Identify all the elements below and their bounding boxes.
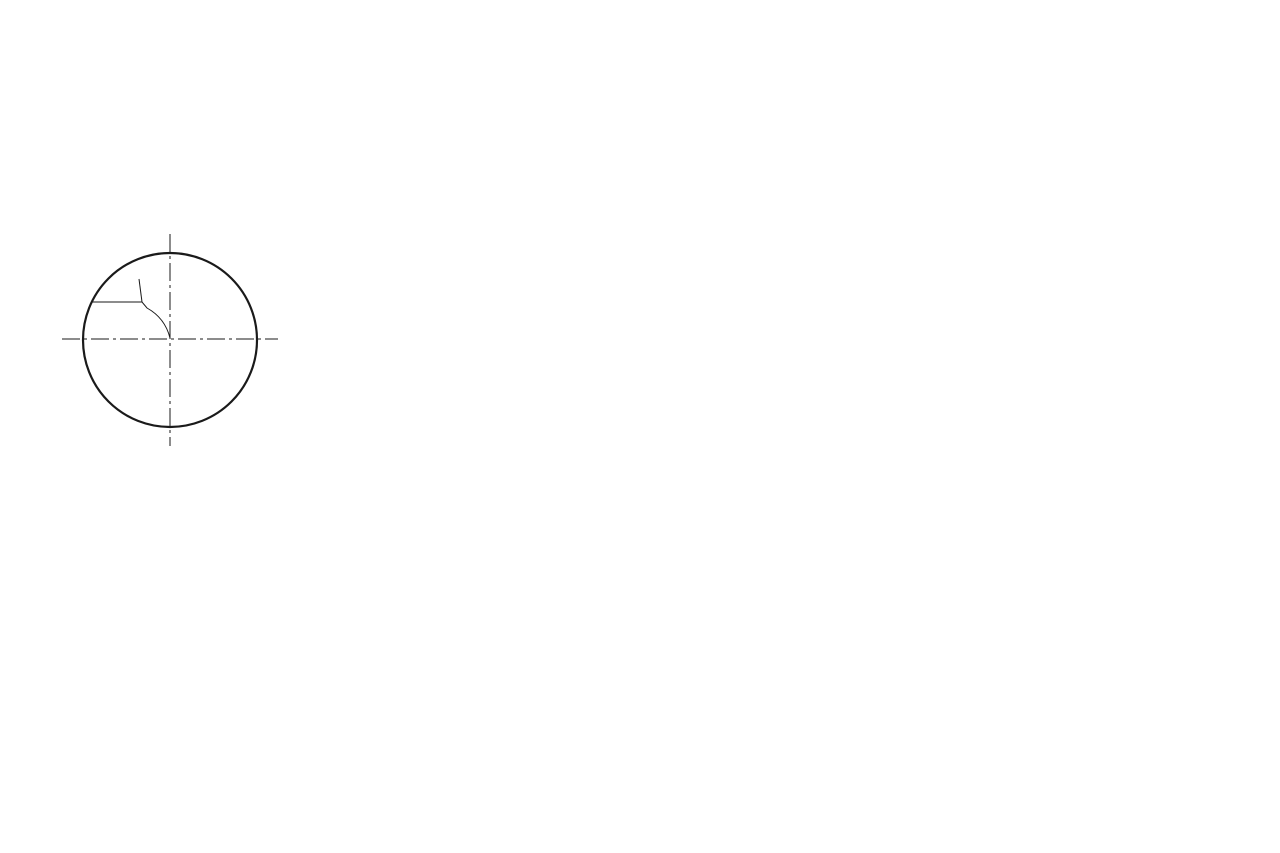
end-view-outline <box>81 251 259 429</box>
cutting-edges <box>91 278 171 339</box>
end-view <box>62 234 278 446</box>
